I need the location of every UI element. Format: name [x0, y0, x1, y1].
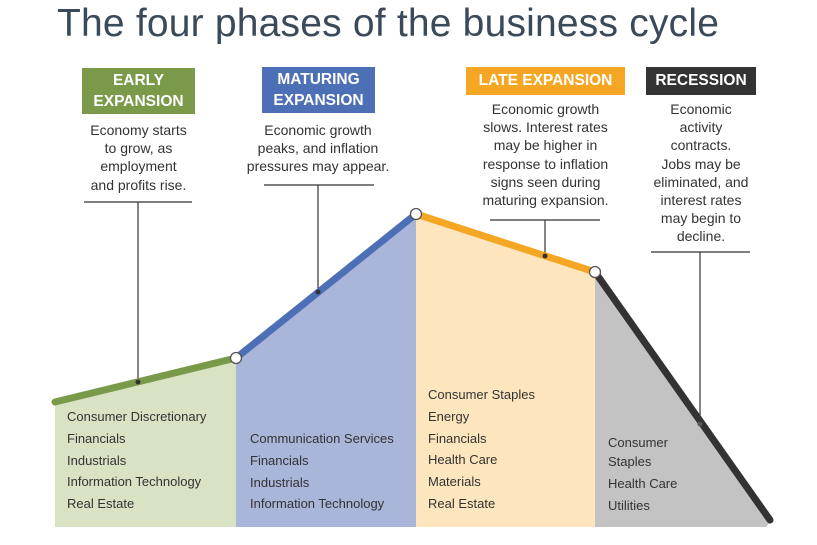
sector-item: Utilities — [608, 498, 650, 513]
sector-item: Consumer Discretionary — [67, 409, 207, 424]
sector-item: Materials — [428, 474, 481, 490]
sector-item: Industrials — [67, 452, 127, 468]
recession-description: Economic activity contracts. Jobs may be… — [653, 101, 749, 245]
late-leader-dot — [542, 253, 548, 259]
sector-item: Consumer — [608, 435, 668, 450]
late-expansion-badge: LATE EXPANSION — [466, 67, 625, 95]
transition-node-early-maturing — [229, 351, 243, 365]
late-expansion-sectors: Consumer Staples Energy Financials Healt… — [428, 384, 535, 515]
sector-item: Communication Services — [250, 431, 394, 446]
maturing-expansion-description: Economic growth peaks, and inflation pre… — [246, 122, 390, 175]
maturing-expansion-badge: MATURING EXPANSION — [262, 67, 375, 113]
sector-item: Financials — [67, 430, 126, 446]
recession-badge: RECESSION — [646, 67, 756, 95]
sector-item: Real Estate — [428, 495, 496, 511]
early-expansion-sectors: Consumer Discretionary Financials Indust… — [67, 406, 206, 515]
recession-curve — [591, 268, 774, 524]
leader-lines — [84, 184, 750, 424]
recession-leader-dot — [697, 421, 703, 427]
sector-item: Real Estate — [67, 496, 135, 512]
early-expansion-region — [55, 358, 236, 527]
maturing-expansion-sectors: Communication Services Financials Indust… — [250, 428, 394, 515]
page-title: The four phases of the business cycle — [57, 2, 720, 45]
late-expansion-curve — [412, 210, 599, 276]
early-expansion-description: Economy starts to grow, as employment an… — [90, 122, 187, 193]
transition-node-late-recession — [588, 265, 602, 279]
late-expansion-description: Economic growth slows. Interest rates ma… — [482, 101, 609, 209]
sector-item: Consumer Staples — [428, 387, 535, 402]
sector-item: Health Care — [428, 452, 498, 468]
late-expansion-region — [416, 214, 595, 527]
maturing-expansion-curve — [232, 210, 420, 362]
recession-sectors: Consumer Staples Health Care Utilities — [608, 433, 677, 515]
transition-node-peak — [409, 207, 423, 221]
sector-item: Information Technology — [250, 496, 385, 512]
sector-item: Information Technology — [67, 474, 202, 490]
early-leader-dot — [135, 379, 141, 385]
early-expansion-badge: EARLY EXPANSION — [82, 68, 195, 114]
maturing-expansion-region — [236, 214, 416, 527]
sector-item: Health Care — [608, 476, 678, 491]
sector-item: Financials — [250, 452, 309, 468]
early-expansion-curve — [51, 354, 240, 406]
maturing-leader-dot — [315, 289, 321, 295]
sector-item: Financials — [428, 430, 487, 446]
sector-item: Energy — [428, 408, 470, 424]
sector-item: Industrials — [250, 474, 310, 490]
sector-item: Staples — [608, 454, 652, 469]
